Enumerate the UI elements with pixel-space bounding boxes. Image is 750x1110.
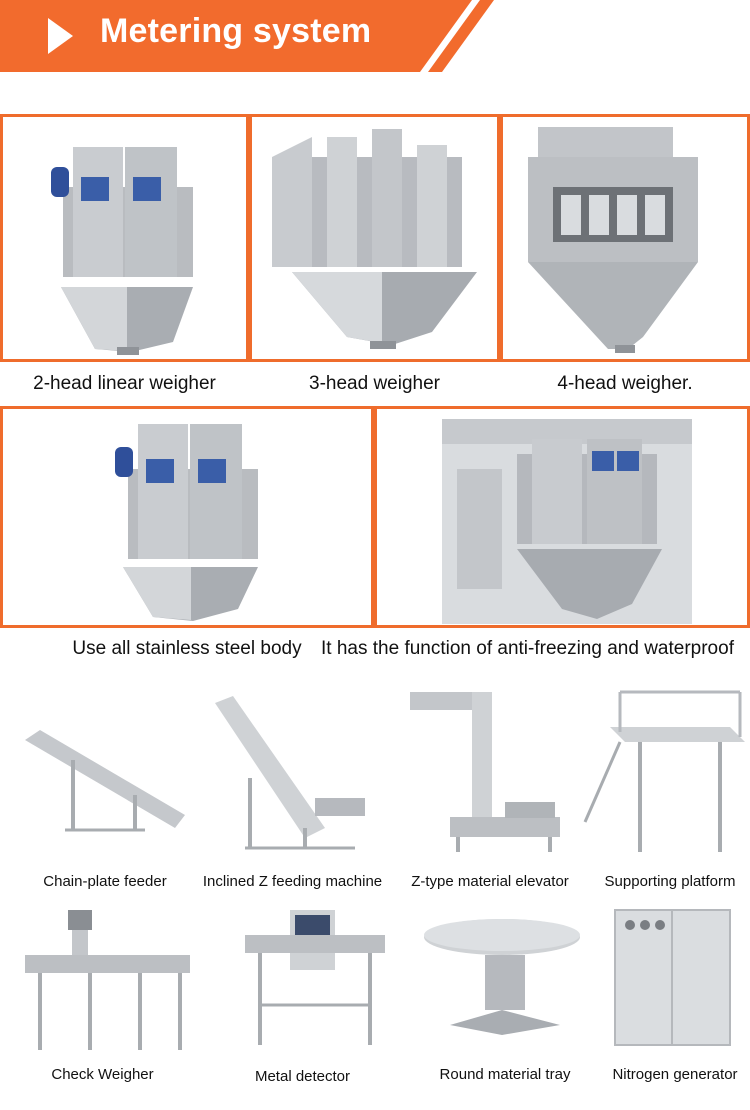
caption-stainless: Use all stainless steel body bbox=[72, 638, 302, 659]
play-triangle-icon bbox=[48, 18, 73, 54]
caption-4head: 4-head weigher. bbox=[557, 373, 693, 394]
caption-2head: 2-head linear weigher bbox=[33, 373, 216, 394]
caption-metal-detector: Metal detector bbox=[254, 1068, 351, 1085]
caption-nitrogen-generator: Nitrogen generator bbox=[612, 1066, 738, 1083]
caption-platform: Supporting platform bbox=[604, 873, 736, 890]
page-title: Metering system bbox=[100, 12, 372, 50]
round-tray-image bbox=[420, 915, 585, 1055]
nitrogen-generator-image bbox=[610, 905, 735, 1055]
check-weigher-image bbox=[20, 905, 190, 1055]
weigher-4head-photo bbox=[500, 114, 750, 362]
check-weigher-photo bbox=[25, 910, 190, 1050]
chain-plate-feeder-image bbox=[15, 690, 185, 855]
caption-check-weigher: Check Weigher bbox=[51, 1066, 154, 1083]
caption-round-tray: Round material tray bbox=[439, 1066, 571, 1083]
caption-chain-plate-feeder: Chain-plate feeder bbox=[43, 873, 167, 890]
four-head-weigher-photo bbox=[528, 127, 698, 353]
caption-3head: 3-head weigher bbox=[309, 373, 440, 394]
banner-shape bbox=[0, 0, 494, 72]
z-elevator-photo bbox=[410, 692, 560, 852]
caption-waterproof: It has the function of anti-freezing and… bbox=[321, 638, 734, 659]
metal-detector-photo bbox=[245, 910, 385, 1045]
two-head-weigher-photo bbox=[51, 147, 193, 355]
inclined-z-feeder-photo bbox=[215, 696, 365, 850]
platform-image bbox=[580, 682, 750, 857]
caption-inclined-z-feeder: Inclined Z feeding machine bbox=[202, 873, 383, 890]
waterproof-photo bbox=[374, 406, 750, 628]
three-head-weigher-photo bbox=[272, 129, 477, 349]
inclined-z-feeder-image bbox=[205, 688, 375, 858]
stainless-body-photo bbox=[0, 406, 374, 628]
caption-z-elevator: Z-type material elevator bbox=[411, 873, 569, 890]
waterproof-weigher-photo bbox=[442, 419, 692, 624]
round-tray-photo bbox=[424, 919, 580, 1035]
nitrogen-generator-photo bbox=[614, 909, 731, 1046]
metal-detector-image bbox=[240, 905, 390, 1055]
stainless-weigher-photo bbox=[115, 424, 258, 621]
weigher-2head-photo bbox=[0, 114, 249, 362]
platform-photo bbox=[583, 690, 745, 852]
chain-plate-feeder-photo bbox=[25, 730, 185, 832]
header-banner: Metering system bbox=[0, 0, 750, 72]
z-elevator-image bbox=[400, 682, 570, 857]
weigher-3head-photo bbox=[249, 114, 500, 362]
